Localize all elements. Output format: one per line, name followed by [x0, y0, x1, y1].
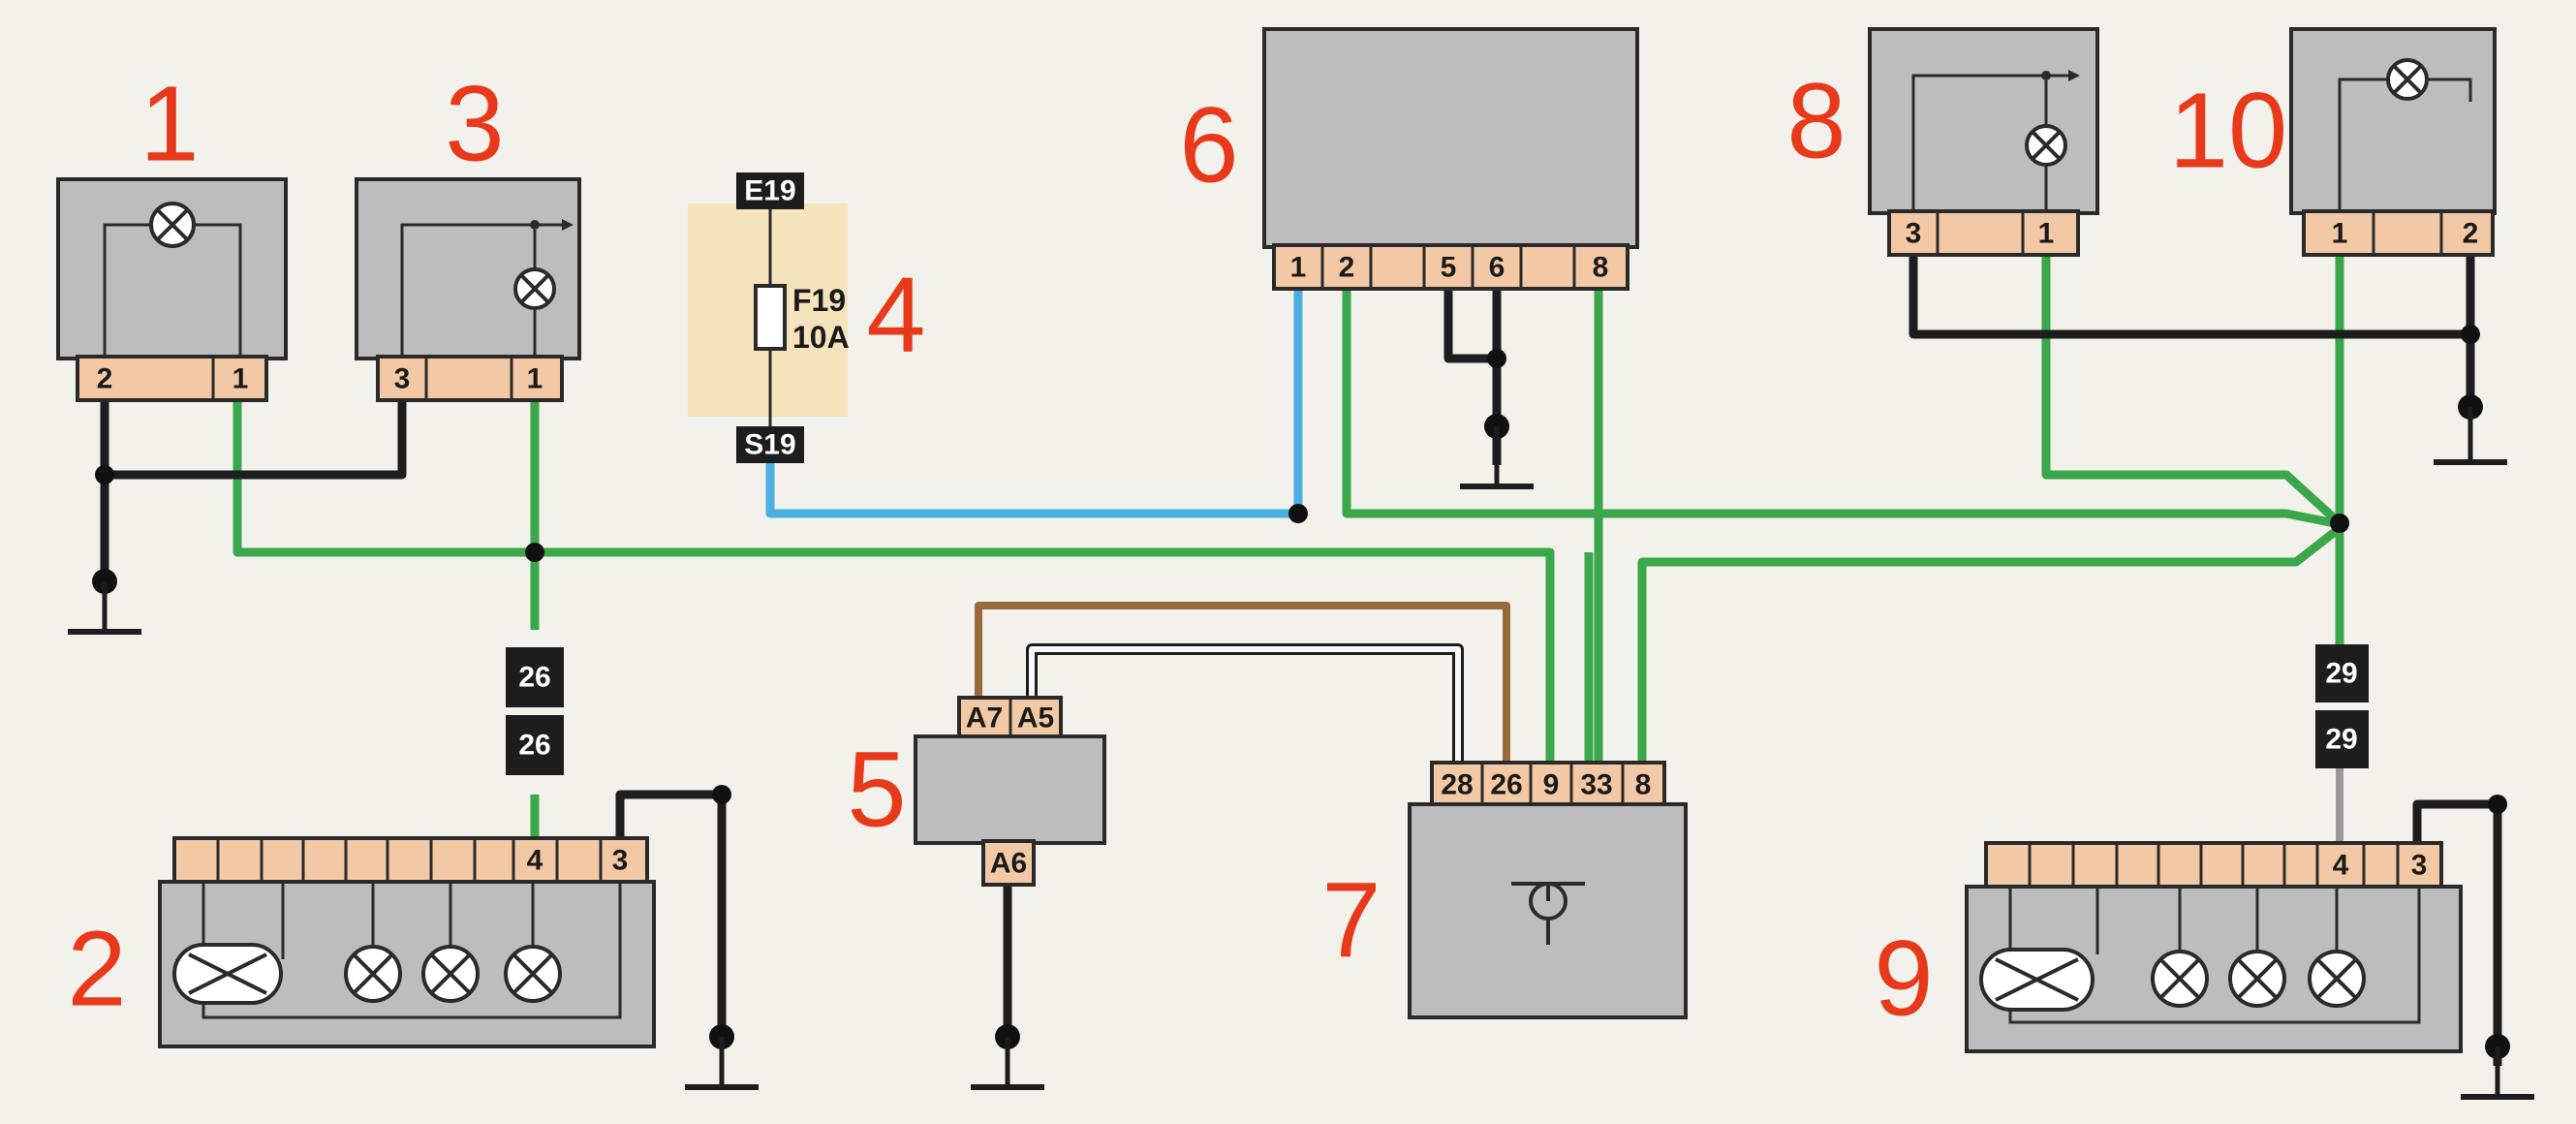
connector-label: 26	[518, 662, 550, 694]
wire-green-c6p2	[1342, 286, 2336, 528]
pin-label: 5	[1441, 252, 1457, 284]
junction-dot	[525, 543, 544, 562]
component-number: 4	[866, 256, 925, 375]
component-number: 7	[1321, 861, 1381, 981]
junction-dot	[2461, 325, 2480, 344]
junction-dot	[1288, 504, 1308, 523]
wires	[95, 257, 2507, 1066]
pin-label: 8	[1635, 769, 1652, 801]
component-number: 1	[140, 65, 199, 184]
wire-white	[1029, 646, 1461, 765]
pin-label: 28	[1441, 769, 1473, 801]
component-10: 1 2 10	[2169, 27, 2497, 257]
pin-label: 6	[1489, 252, 1505, 284]
lamp-icon	[344, 945, 402, 1003]
connector-29: 29 29	[2315, 644, 2369, 768]
junction-dot	[2330, 514, 2349, 533]
ground-symbols	[68, 394, 2534, 1100]
pin-label: A6	[990, 848, 1027, 880]
fuse-bottom-label: S19	[744, 429, 795, 461]
wire-green-c8p1	[2041, 257, 2343, 527]
component-6: 1 2 5 6 8 6	[1179, 27, 1639, 291]
lamp-icon	[2386, 58, 2429, 101]
ground-icon	[2434, 394, 2507, 465]
pin-label: A5	[1017, 702, 1054, 734]
component-number: 2	[67, 910, 126, 1029]
lamp-icon	[2228, 950, 2286, 1008]
pin-label: 33	[1580, 769, 1612, 801]
wire-green-main	[233, 397, 1555, 765]
pin-label: 1	[2332, 218, 2348, 250]
lamp-icon	[149, 202, 196, 248]
wire-black-c9-gnd	[2412, 799, 2502, 1066]
component-number: 3	[445, 65, 504, 184]
lamp-icon	[172, 943, 283, 1005]
lamp-icon	[513, 267, 556, 310]
fuse-rating: 10A	[792, 320, 850, 355]
pin-label: 8	[1593, 252, 1609, 284]
ground-icon	[971, 1024, 1044, 1090]
ground-icon	[2461, 1034, 2534, 1100]
pin-label: 1	[527, 363, 543, 395]
ground-icon	[1460, 414, 1534, 489]
lamp-icon	[1979, 948, 2095, 1012]
lamp-icon	[504, 945, 562, 1003]
wire-black-c1-c3	[100, 397, 407, 480]
component-3: 3 1 3	[355, 65, 581, 402]
connector-label: 26	[518, 730, 550, 762]
pin-label: A7	[966, 702, 1003, 734]
pin-label: 9	[1543, 769, 1560, 801]
wire-black-c2-gnd	[615, 790, 727, 1037]
junction-dot	[2488, 795, 2507, 814]
component-2: 4 3 2	[67, 836, 656, 1048]
pin-label: 2	[2463, 218, 2479, 250]
wire-brown	[975, 602, 1510, 765]
junction-dot	[712, 785, 731, 804]
component-4-fuse: E19 S19 F19 10A 4	[688, 172, 926, 463]
component-number: 8	[1786, 62, 1846, 181]
junction-dot	[1487, 349, 1506, 368]
component-5: A7 A5 A6 5	[847, 696, 1106, 887]
wire-blue-fuse	[765, 286, 1303, 518]
fuse-top-label: E19	[744, 175, 795, 207]
wire-black-c6-gnd	[1443, 286, 1502, 363]
pin-label: 3	[612, 845, 629, 877]
pin-label: 3	[2411, 850, 2428, 882]
lamp-icon	[2151, 950, 2209, 1008]
component-7: 28 26 9 33 8 7	[1321, 761, 1688, 1019]
junction-dot	[95, 465, 114, 484]
component-number: 6	[1179, 86, 1238, 205]
component-number: 5	[847, 731, 906, 850]
connector-26: 26 26	[506, 647, 564, 775]
pin-label: 2	[97, 363, 113, 395]
ground-icon	[685, 1024, 759, 1090]
lamp-icon	[2308, 950, 2366, 1008]
pin-label: 4	[527, 845, 543, 877]
component-8: 3 1 8	[1786, 27, 2099, 257]
wire-green-c7p8	[1637, 524, 2343, 765]
transistor-icon	[1511, 882, 1585, 945]
component-9: 4 3 9	[1874, 841, 2463, 1053]
wire-black-c8-c10	[1909, 257, 2475, 339]
lamp-icon	[421, 945, 480, 1003]
component-number: 10	[2169, 72, 2287, 191]
pin-label: 1	[233, 363, 249, 395]
fuse-icon	[754, 284, 787, 351]
pin-label: 2	[1339, 252, 1355, 284]
connector-label: 29	[2325, 724, 2357, 756]
pin-label: 1	[1290, 252, 1307, 284]
pin-label: 4	[2333, 850, 2349, 882]
fuse-name: F19	[792, 283, 846, 318]
pin-label: 3	[394, 363, 411, 395]
component-number: 9	[1874, 920, 1933, 1039]
component-1: 2 1 1	[56, 65, 288, 402]
lamp-icon	[2025, 124, 2067, 167]
pin-label: 1	[2038, 218, 2055, 250]
connector-label: 29	[2325, 658, 2357, 690]
pin-label: 26	[1490, 769, 1522, 801]
pin-label: 3	[1906, 218, 1922, 250]
ground-icon	[68, 569, 141, 635]
